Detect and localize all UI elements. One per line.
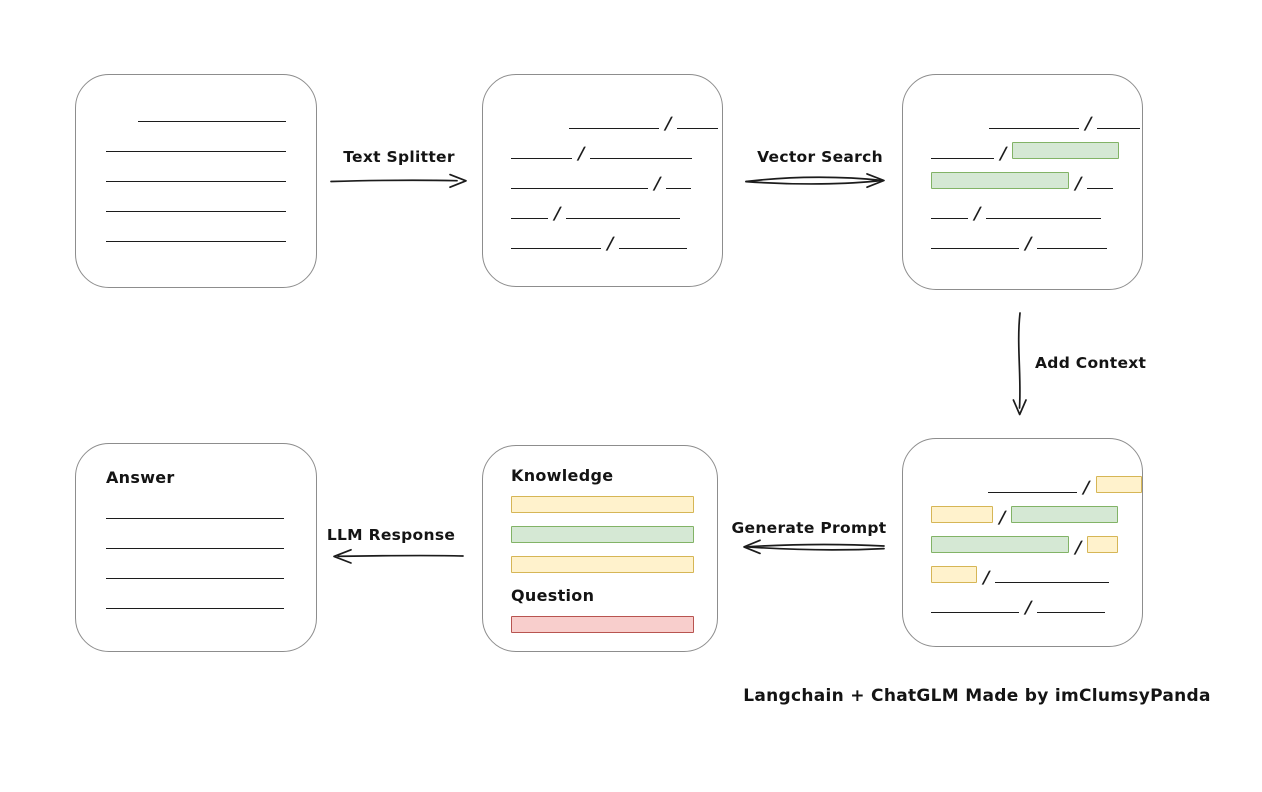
text-line [666, 188, 692, 189]
node-split-chunks: ///// [482, 74, 723, 287]
text-line [1037, 248, 1108, 249]
yellow-chunk [931, 566, 977, 583]
text-line [106, 608, 284, 609]
chunk-row [106, 549, 316, 579]
text-line [931, 158, 994, 159]
slash-separator: / [604, 234, 616, 254]
add-context-arrow [1012, 312, 1027, 416]
chunk-row: / [931, 99, 1142, 134]
text-line [569, 128, 659, 129]
text-line [566, 218, 681, 219]
text-line [931, 218, 968, 219]
text-line [619, 248, 688, 249]
slash-separator: / [1022, 234, 1034, 254]
knowledge-heading: Knowledge [511, 466, 614, 485]
text-line [989, 128, 1079, 129]
text-line [511, 248, 601, 249]
text-line [106, 151, 286, 152]
text-line [106, 548, 284, 549]
vector-search-arrow [745, 173, 885, 189]
chunk-row: / [931, 463, 1142, 498]
chunk-row: / [511, 219, 722, 254]
text-line [677, 128, 719, 129]
answer-heading: Answer [106, 468, 175, 487]
chunk-row: / [511, 99, 722, 134]
chunk-row: / [931, 493, 1142, 528]
caption: Langchain + ChatGLM Made by imClumsyPand… [743, 686, 1211, 706]
chunk-row: / [931, 159, 1142, 194]
indent-gap [511, 128, 569, 129]
text-line [106, 211, 286, 212]
text-line [511, 158, 572, 159]
yellow-chunk [931, 506, 993, 523]
chunk-row: / [931, 129, 1142, 164]
question-bars [511, 616, 717, 633]
text-line [511, 218, 548, 219]
yellow-chunk [1087, 536, 1119, 553]
green-chunk [1011, 506, 1119, 523]
text-line [1037, 612, 1106, 613]
chunk-row [106, 489, 316, 519]
chunk-row: / [931, 219, 1142, 254]
chunk-row [106, 152, 316, 182]
chunk-row: / [511, 189, 722, 224]
chunk-row: / [511, 129, 722, 164]
indent-gap [931, 128, 989, 129]
yellow-bar [511, 556, 694, 573]
node-source-document [75, 74, 317, 288]
node-answer: Answer [75, 443, 317, 652]
text-line [995, 582, 1110, 583]
text-line [106, 181, 286, 182]
add-context-label: Add Context [1035, 354, 1147, 372]
yellow-bar [511, 496, 694, 513]
green-chunk [1012, 142, 1120, 159]
knowledge-bars [511, 496, 717, 573]
green-chunk [931, 536, 1069, 553]
llm-response-arrow [333, 548, 464, 564]
node-vector-matched-chunks: ///// [902, 74, 1143, 290]
text-line [986, 218, 1102, 219]
text-line [590, 158, 693, 159]
text-line [1087, 188, 1114, 189]
chunk-row: / [931, 523, 1142, 558]
node-prompt: Knowledge Question [482, 445, 718, 652]
text-splitter-arrow [330, 173, 467, 189]
yellow-chunk [1095, 476, 1142, 493]
indent-gap [931, 492, 988, 493]
text-line [138, 121, 286, 122]
green-bar [511, 526, 694, 543]
node-context-chunks: ///// [902, 438, 1143, 647]
generate-prompt-arrow [743, 539, 885, 555]
green-chunk [931, 172, 1069, 189]
chunk-row: / [511, 159, 722, 194]
generate-prompt-label: Generate Prompt [731, 519, 887, 537]
text-line [511, 188, 648, 189]
text-line [106, 578, 284, 579]
chunk-row: / [931, 583, 1142, 618]
llm-response-label: LLM Response [326, 526, 456, 544]
chunk-row [106, 92, 316, 122]
text-line [931, 612, 1019, 613]
slash-separator: / [1022, 598, 1034, 618]
red-bar [511, 616, 694, 633]
chunk-row: / [931, 553, 1142, 588]
text-line [1097, 128, 1141, 129]
chunk-row [106, 212, 316, 242]
text-line [931, 248, 1019, 249]
chunk-row [106, 182, 316, 212]
text-line [106, 241, 286, 242]
chunk-row [106, 579, 316, 609]
chunk-row [106, 519, 316, 549]
text-line [988, 492, 1078, 493]
text-line [106, 518, 284, 519]
indent-gap [106, 121, 138, 122]
question-heading: Question [511, 586, 595, 605]
chunk-row: / [931, 189, 1142, 224]
vector-search-label: Vector Search [757, 148, 883, 166]
chunk-row [106, 122, 316, 152]
text-splitter-label: Text Splitter [343, 148, 455, 166]
